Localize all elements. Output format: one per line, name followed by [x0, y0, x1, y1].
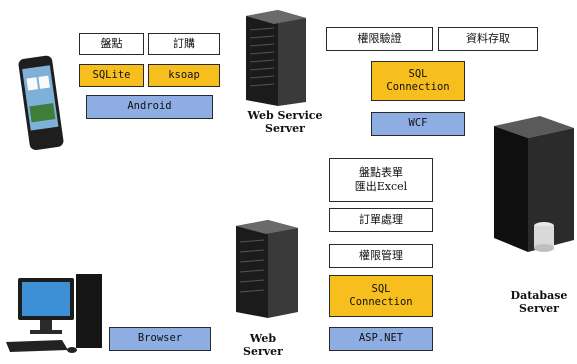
wcf-feature-auth: 權限驗證 [326, 27, 433, 51]
database-server-icon [494, 116, 574, 252]
android-feature-stocktake: 盤點 [79, 33, 144, 55]
aspnet-sql-connection-box: SQL Connection [329, 275, 433, 317]
aspnet-platform-box: ASP.NET [329, 327, 433, 351]
wcf-platform-box: WCF [371, 112, 465, 136]
web-service-server-icon [246, 10, 306, 106]
sqlite-box: SQLite [79, 64, 144, 87]
wcf-sql-connection-box: SQL Connection [371, 61, 465, 101]
android-platform-box: Android [86, 95, 213, 119]
android-feature-order: 訂購 [148, 33, 220, 55]
aspnet-feature-export: 盤點表單 匯出Excel [329, 158, 433, 202]
desktop-computer-icon [6, 274, 102, 353]
web-server-label: Web Server [243, 332, 283, 358]
browser-box: Browser [109, 327, 211, 351]
aspnet-feature-permissions: 權限管理 [329, 244, 433, 268]
android-phone-icon [18, 55, 64, 151]
aspnet-feature-orders: 訂單處理 [329, 208, 433, 232]
web-service-server-label: Web Service Server [247, 109, 323, 135]
wcf-feature-data-access: 資料存取 [438, 27, 538, 51]
database-server-label: Database Server [510, 289, 568, 315]
ksoap-box: ksoap [148, 64, 220, 87]
web-server-icon [236, 220, 298, 318]
